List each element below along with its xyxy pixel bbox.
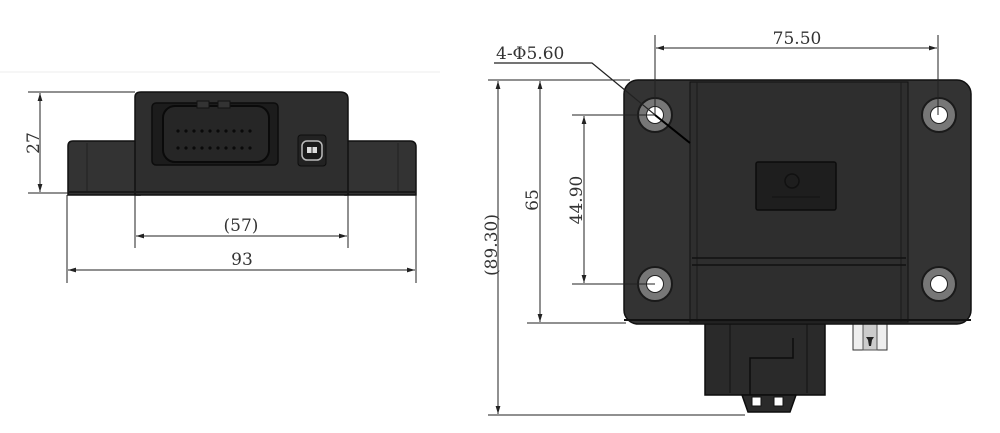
dim-body-width-57: (57) [224, 216, 259, 236]
dim-overall-length: (89.30) [482, 214, 502, 276]
dim-hole-callout: 4-Φ5.60 [496, 44, 564, 64]
label-plate [755, 161, 837, 211]
dim-hole-spacing-vertical: 44.90 [567, 176, 587, 225]
dim-body-length: 65 [523, 189, 543, 211]
dim-hole-spacing-horizontal: 75.50 [773, 29, 822, 49]
dim-height-27: 27 [24, 132, 44, 154]
front-view-dimensions [28, 91, 417, 283]
main-connector-bottom [704, 319, 826, 413]
main-connector [151, 100, 279, 166]
left-flange [67, 140, 141, 196]
top-view [623, 79, 972, 413]
secondary-connector [297, 134, 327, 167]
top-view-dimensions [488, 35, 939, 416]
front-view [67, 91, 417, 196]
secondary-connector-bottom [852, 321, 888, 351]
right-flange [344, 140, 417, 196]
dim-total-width-93: 93 [231, 250, 253, 270]
